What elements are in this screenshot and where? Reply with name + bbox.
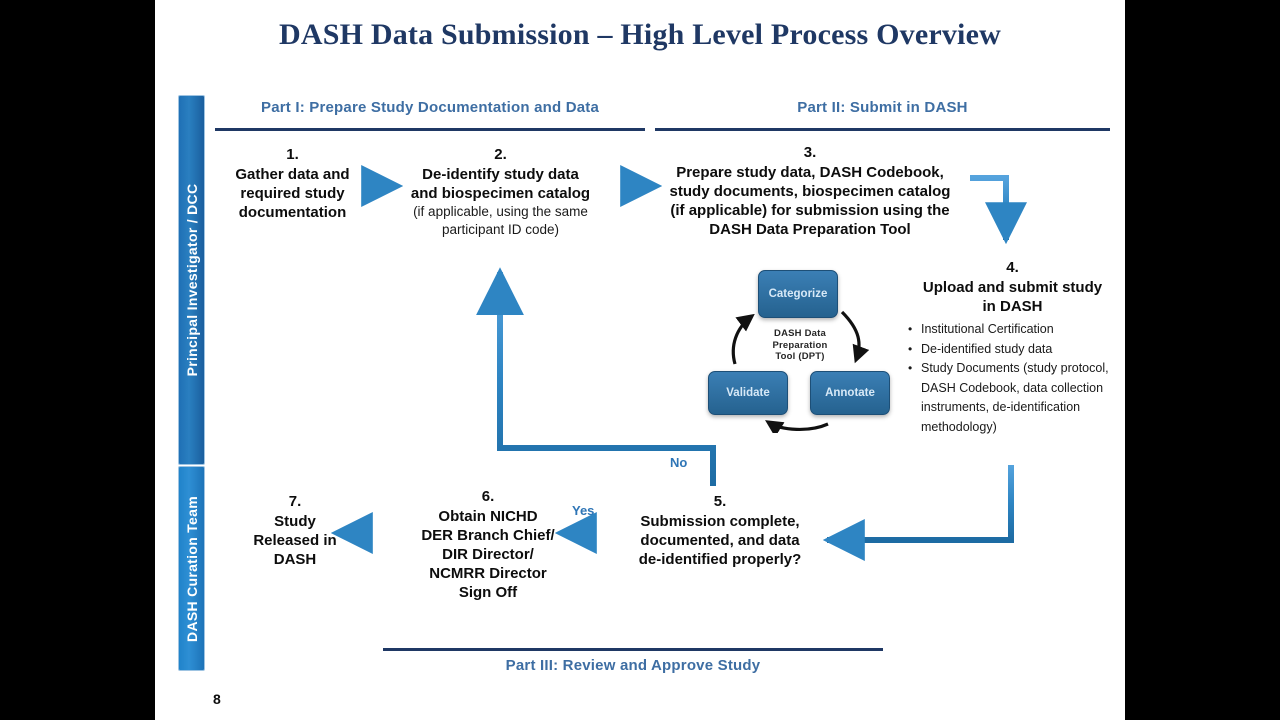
step-4-line-1: Upload and submit study xyxy=(922,279,1103,296)
step-1-gather-data: 1. Gather data and required study docume… xyxy=(210,145,375,222)
step-2-note-1: (if applicable, using the same xyxy=(413,204,588,219)
part-i-header: Part I: Prepare Study Documentation and … xyxy=(260,99,600,116)
step-7-line-3: DASH xyxy=(273,551,317,568)
step-5-number: 5. xyxy=(713,493,727,510)
role-band-dash-curation-team: DASH Curation Team xyxy=(178,466,205,671)
step-4-line-2: in DASH xyxy=(982,298,1043,315)
step-6-obtain-sign-off: 6. Obtain NICHD DER Branch Chief/ DIR Di… xyxy=(393,487,583,602)
dpt-cycle-diagram: Categorize Annotate Validate DASH Data P… xyxy=(700,268,900,433)
dpt-box-categorize[interactable]: Categorize xyxy=(758,270,838,318)
dpt-center-line-2: Preparation xyxy=(772,339,828,351)
step-3-line-3: (if applicable) for submission using the xyxy=(670,202,950,219)
step-4-bullet-list: Institutional Certification De-identifie… xyxy=(905,320,1120,437)
page-title: DASH Data Submission – High Level Proces… xyxy=(279,18,1001,51)
part-iii-rule xyxy=(383,648,883,651)
step-1-number: 1. xyxy=(286,146,299,163)
step-6-line-3: DIR Director/ xyxy=(442,546,534,563)
branch-label-yes: Yes xyxy=(572,503,595,518)
step-2-line-1: De-identify study data xyxy=(422,166,579,183)
step-5-line-3: de-identified properly? xyxy=(638,551,802,568)
dpt-box-validate[interactable]: Validate xyxy=(708,371,788,415)
step-7-study-released: 7. Study Released in DASH xyxy=(225,492,365,569)
step-5-line-2: documented, and data xyxy=(640,532,800,549)
step-3-line-4: DASH Data Preparation Tool xyxy=(709,221,911,238)
role-band-principal-investigator: Principal Investigator / DCC xyxy=(178,95,205,465)
dpt-center-label: DASH Data Preparation Tool (DPT) xyxy=(740,328,860,363)
dpt-box-annotate[interactable]: Annotate xyxy=(810,371,890,415)
step-7-line-1: Study xyxy=(274,513,316,530)
step-3-line-2: study documents, biospecimen catalog xyxy=(669,183,951,200)
step-1-line-3: documentation xyxy=(238,204,347,221)
step-4-bullet-1: Institutional Certification xyxy=(908,320,1120,340)
part-i-rule xyxy=(215,128,645,131)
step-3-number: 3. xyxy=(803,144,817,161)
slide-page-number: 8 xyxy=(213,691,221,707)
step-4-bullet-2: De-identified study data xyxy=(908,340,1120,360)
part-iii-header: Part III: Review and Approve Study xyxy=(505,657,761,674)
dpt-center-line-1: DASH Data xyxy=(774,328,826,339)
part-ii-rule xyxy=(655,128,1110,131)
step-1-line-1: Gather data and xyxy=(235,166,350,183)
role-band-label-bottom: DASH Curation Team xyxy=(183,495,200,642)
step-5-submission-check: 5. Submission complete, documented, and … xyxy=(610,492,830,569)
step-6-line-5: Sign Off xyxy=(458,584,518,601)
step-2-line-2: and biospecimen catalog xyxy=(410,185,591,202)
dpt-arc-annotate-to-validate xyxy=(765,420,829,433)
arrow-step4-to-step5 xyxy=(822,465,1014,561)
slide-canvas: DASH Data Submission – High Level Proces… xyxy=(155,0,1125,720)
step-4-upload-and-submit: 4. Upload and submit study in DASH Insti… xyxy=(905,258,1120,437)
step-6-line-2: DER Branch Chief/ xyxy=(421,527,555,544)
dpt-cycle-arrows xyxy=(731,310,870,433)
dpt-center-line-3: Tool (DPT) xyxy=(775,351,825,362)
dpt-arc-categorize-to-annotate xyxy=(840,310,870,364)
arrow-step5-to-step2-no xyxy=(476,267,716,486)
branch-label-no: No xyxy=(670,455,688,470)
step-7-number: 7. xyxy=(288,493,302,510)
step-4-number: 4. xyxy=(1006,259,1019,276)
step-2-de-identify: 2. De-identify study data and biospecime… xyxy=(393,145,608,239)
step-5-line-1: Submission complete, xyxy=(640,513,800,530)
dpt-arc-validate-to-categorize xyxy=(731,313,755,365)
step-1-line-2: required study xyxy=(240,185,345,202)
step-2-number: 2. xyxy=(494,146,507,163)
step-2-note-2: participant ID code) xyxy=(441,222,560,237)
step-6-line-4: NCMRR Director xyxy=(429,565,547,582)
step-3-prepare-study-data: 3. Prepare study data, DASH Codebook, st… xyxy=(650,143,970,239)
arrow-step3-to-step4 xyxy=(970,175,1027,245)
step-7-line-2: Released in xyxy=(253,532,337,549)
role-band-label-top: Principal Investigator / DCC xyxy=(183,183,200,377)
step-3-line-1: Prepare study data, DASH Codebook, xyxy=(676,164,944,181)
step-4-bullet-3: Study Documents (study protocol, DASH Co… xyxy=(908,359,1120,437)
step-6-line-1: Obtain NICHD xyxy=(438,508,538,525)
step-6-number: 6. xyxy=(481,488,495,505)
part-ii-header: Part II: Submit in DASH xyxy=(797,99,968,116)
